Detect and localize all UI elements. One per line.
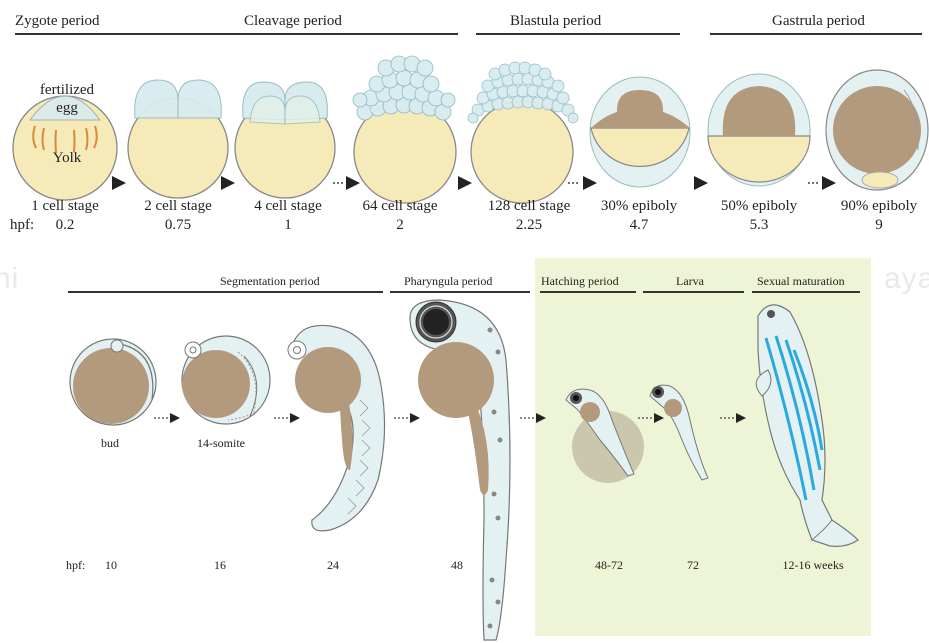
embryo-2-cell <box>128 80 228 198</box>
top-hpf-30-epiboly: 4.7 <box>599 217 679 234</box>
stage-label-128-cell: 128 cell stage <box>469 198 589 215</box>
stage-label-50-epiboly: 50% epiboly <box>699 198 819 215</box>
embryo-24-hpf <box>288 325 385 530</box>
top-hpf-2-cell: 0.75 <box>138 217 218 234</box>
embryo-14-somite <box>182 336 270 424</box>
top-hpf-50-epiboly: 5.3 <box>719 217 799 234</box>
stage-label-2-cell: 2 cell stage <box>118 198 238 215</box>
top-hpf-4-cell: 1 <box>248 217 328 234</box>
embryo-90-epiboly <box>826 70 928 190</box>
embryo-larva <box>650 385 708 480</box>
period-hatching: Hatching period <box>541 274 619 289</box>
stage-label-90-epiboly: 90% epiboly <box>819 198 929 215</box>
period-sexual-maturation: Sexual maturation <box>757 274 845 289</box>
bottom-hpf-48: 48 <box>412 558 502 573</box>
embryo-hatching <box>566 389 644 483</box>
period-larva: Larva <box>676 274 704 289</box>
bottom-hpf-72: 72 <box>648 558 738 573</box>
bottom-hpf-adult: 12-16 weeks <box>768 558 858 573</box>
embryo-4-cell <box>235 82 335 198</box>
label-egg: egg <box>22 100 112 117</box>
top-hpf-64-cell: 2 <box>360 217 440 234</box>
stage-label-4-cell: 4 cell stage <box>228 198 348 215</box>
top-arrows <box>112 176 836 190</box>
bottom-hpf-14-somite: 16 <box>175 558 265 573</box>
embryo-64-cell <box>353 56 456 203</box>
stage-label-14-somite: 14-somite <box>176 436 266 451</box>
top-hpf-128-cell: 2.25 <box>489 217 569 234</box>
label-fertilized: fertilized <box>22 82 112 99</box>
top-hpf-90-epiboly: 9 <box>839 217 919 234</box>
period-pharyngula: Pharyngula period <box>404 274 492 289</box>
label-yolk: Yolk <box>22 150 112 167</box>
embryo-bud <box>70 339 156 425</box>
bottom-hpf-24: 24 <box>288 558 378 573</box>
adult-zebrafish <box>756 305 858 547</box>
stage-label-1-cell: 1 cell stage <box>5 198 125 215</box>
embryo-50-epiboly <box>708 74 810 186</box>
embryo-128-cell <box>468 62 578 203</box>
top-hpf-1-cell: 0.2 <box>25 217 105 234</box>
bottom-hpf-bud: 10 <box>66 558 156 573</box>
embryo-30-epiboly <box>590 77 690 187</box>
stage-label-64-cell: 64 cell stage <box>340 198 460 215</box>
stage-label-30-epiboly: 30% epiboly <box>579 198 699 215</box>
embryo-48-hpf <box>410 300 510 640</box>
stage-label-bud: bud <box>65 436 155 451</box>
period-segmentation: Segmentation period <box>220 274 320 289</box>
bottom-hpf-48-72: 48-72 <box>564 558 654 573</box>
